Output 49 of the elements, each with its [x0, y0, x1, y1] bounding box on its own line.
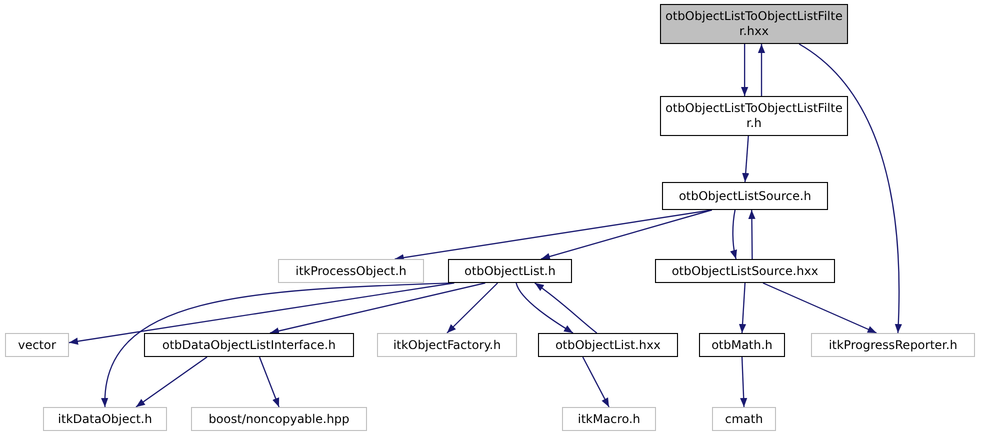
file-box — [562, 407, 656, 431]
file-box — [144, 333, 354, 357]
arrow — [742, 136, 750, 182]
arrow — [270, 282, 486, 334]
file-name: otbMath.h — [711, 338, 773, 352]
arrow — [740, 356, 748, 408]
file-box — [699, 333, 785, 357]
file-name: otbObjectListToObjectListFilter.hxx — [665, 9, 843, 39]
arrow — [516, 282, 574, 334]
file-name: itkDataObject.h — [58, 412, 152, 426]
arrow — [534, 282, 598, 334]
file-name: cmath — [725, 412, 763, 426]
file-box — [811, 333, 975, 357]
file-name: otbObjectListToObjectListFilter.h — [665, 101, 843, 131]
file-name: itkMacro.h — [578, 412, 640, 426]
file-name: itkObjectFactory.h — [393, 338, 501, 352]
file-name: itkProgressReporter.h — [828, 338, 958, 352]
file-name: otbObjectList.hxx — [555, 338, 661, 352]
file-name: otbDataObjectListInterface.h — [162, 338, 336, 352]
file-box — [5, 333, 69, 357]
arrow — [762, 282, 877, 334]
arrow — [258, 356, 280, 408]
arrow — [102, 282, 450, 408]
arrow — [582, 356, 610, 408]
arrow — [446, 282, 498, 334]
arrow — [738, 282, 746, 334]
arrow — [798, 44, 902, 334]
file-name: otbObjectListSource.h — [678, 188, 812, 204]
file-box — [712, 407, 776, 431]
arrow — [758, 44, 766, 96]
file-name: boost/noncopyable.hpp — [208, 412, 350, 426]
file-box — [655, 259, 835, 283]
arrow — [68, 282, 454, 345]
file-box — [662, 182, 828, 210]
file-box — [278, 259, 424, 283]
file-name: vector — [18, 338, 56, 352]
file-name: otbObjectListSource.hxx — [672, 264, 818, 278]
arrow — [136, 356, 208, 408]
file-name: itkProcessObject.h — [295, 264, 406, 278]
arrow — [741, 44, 748, 96]
arrow — [540, 209, 712, 260]
file-box — [43, 407, 167, 431]
arrow — [730, 210, 738, 260]
file-box — [377, 333, 517, 357]
file-box — [448, 259, 572, 283]
file-box — [538, 333, 678, 357]
arrow — [748, 210, 756, 259]
file-box — [191, 407, 367, 431]
file-name: otbObjectList.h — [464, 264, 556, 278]
